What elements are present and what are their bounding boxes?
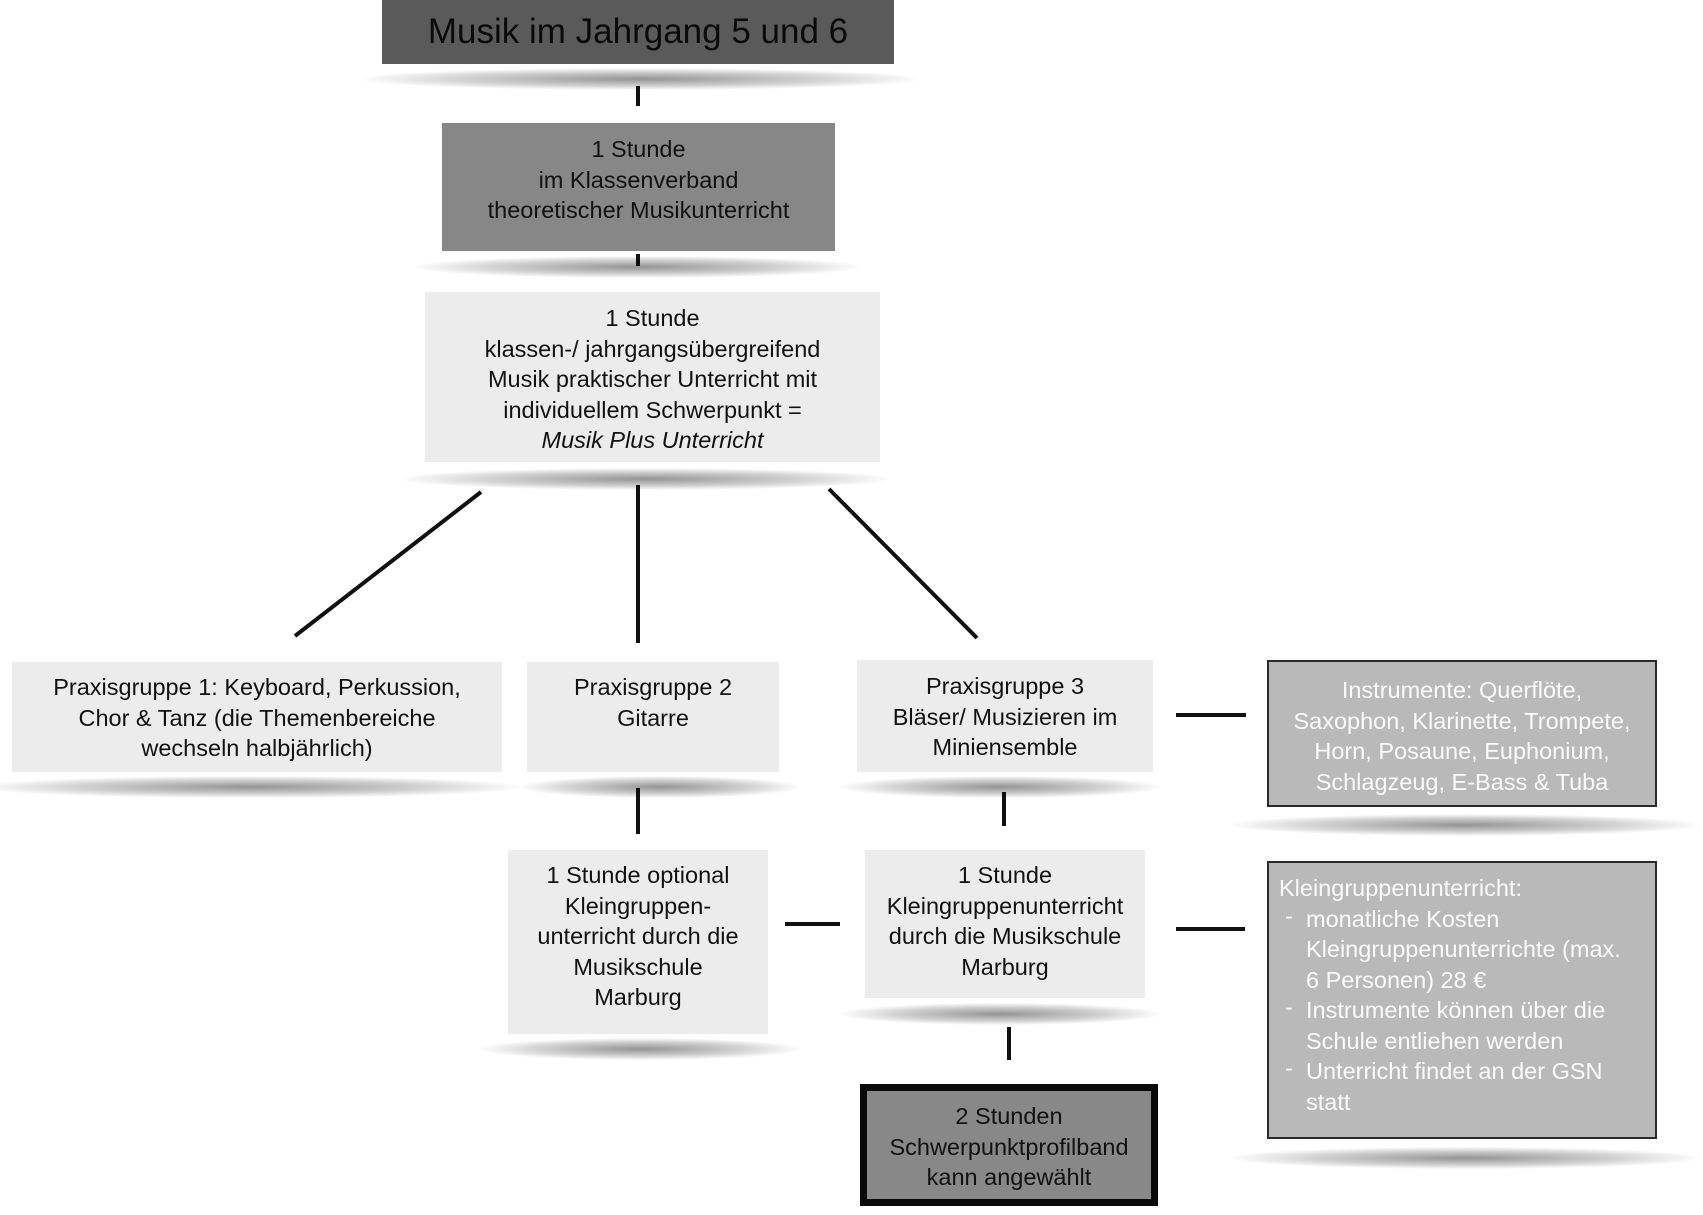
instrumente-box: Instrumente: Querflöte, Saxophon, Klarin…: [1267, 660, 1657, 807]
optional-line-2: Kleingruppen-: [564, 892, 712, 919]
shadow-praxisgruppe-1: [0, 776, 520, 798]
optional-line-5: Marburg: [594, 984, 682, 1010]
shadow-musik-plus: [400, 468, 890, 490]
praxisgruppe-3-line-3: Miniensemble: [932, 734, 1078, 760]
praxisgruppe-1-line-1: Praxisgruppe 1: Keyboard, Perkussion,: [53, 674, 461, 700]
shadow-info: [1230, 1147, 1700, 1169]
praxisgruppe-2-box: Praxisgruppe 2 Gitarre: [527, 662, 779, 772]
shadow-kleingruppe: [840, 1003, 1160, 1025]
praxisgruppe-1-box: Praxisgruppe 1: Keyboard, Perkussion, Ch…: [12, 662, 502, 772]
kleingruppe-info-heading: Kleingruppenunterricht:: [1279, 875, 1522, 901]
optional-kleingruppe-box: 1 Stunde optional Kleingruppen- unterric…: [508, 850, 768, 1034]
praxisgruppe-3-line-1: Praxisgruppe 3: [925, 673, 1085, 699]
praxisgruppe-2-line-1: Praxisgruppe 2: [573, 674, 733, 700]
bullet-1-line-2: Kleingruppenunterrichte (max.: [1306, 936, 1621, 962]
praxisgruppe-3-line-2: Bläser/ Musizieren im: [892, 703, 1118, 730]
praxisgruppe-1-line-2: Chor & Tanz (die Themenbereiche: [78, 704, 436, 731]
shadow-praxisgruppe-2: [520, 776, 800, 798]
bullet-2-line-2: Schule entliehen werden: [1306, 1027, 1564, 1054]
kleingruppe-info-list: monatliche Kosten Kleingruppenunterricht…: [1279, 901, 1647, 1118]
musik-plus-line-4: individuellem Schwerpunkt =: [503, 396, 802, 423]
kleingruppe-line-2: Kleingruppenunterricht: [886, 892, 1124, 919]
bullet-1-line-3: 6 Personen) 28 €: [1306, 966, 1487, 993]
kleingruppe-info-bullet-1: monatliche Kosten Kleingruppenunterricht…: [1279, 901, 1647, 996]
shadow-praxisgruppe-3: [840, 776, 1160, 798]
kleingruppe-line-3: durch die Musikschule: [888, 923, 1122, 949]
praxisgruppe-1-line-3: wechseln halbjährlich): [141, 735, 373, 761]
profilband-line-3: kann angewählt: [926, 1164, 1092, 1190]
instrumente-line-3: Horn, Posaune, Euphonium,: [1314, 738, 1610, 764]
instrumente-line-2: Saxophon, Klarinette, Trompete,: [1293, 707, 1631, 734]
kleingruppe-info-bullet-3: Unterricht findet an der GSN statt: [1279, 1053, 1647, 1117]
optional-line-3: unterricht durch die: [537, 923, 739, 949]
musik-plus-line-2: klassen-/ jahrgangsübergreifend: [484, 335, 821, 362]
bullet-3-line-1: Unterricht findet an der GSN: [1306, 1058, 1603, 1084]
title-box: Musik im Jahrgang 5 und 6: [382, 0, 894, 64]
kleingruppe-line-4: Marburg: [961, 953, 1049, 980]
klassenverband-line-3: theoretischer Musikunterricht: [487, 197, 790, 223]
schwerpunktprofilband-box: 2 Stunden Schwerpunktprofilband kann ang…: [860, 1084, 1158, 1206]
kleingruppe-info-bullet-2: Instrumente können über die Schule entli…: [1279, 992, 1647, 1056]
praxisgruppe-3-box: Praxisgruppe 3 Bläser/ Musizieren im Min…: [857, 660, 1153, 772]
musik-plus-box: 1 Stunde klassen-/ jahrgangsübergreifend…: [425, 292, 880, 462]
klassenverband-box: 1 Stunde im Klassenverband theoretischer…: [442, 123, 835, 251]
profilband-line-2: Schwerpunktprofilband: [889, 1133, 1129, 1160]
instrumente-line-1: Instrumente: Querflöte,: [1341, 677, 1583, 703]
optional-line-1: 1 Stunde optional: [546, 862, 730, 888]
kleingruppe-musikschule-box: 1 Stunde Kleingruppenunterricht durch di…: [865, 850, 1145, 998]
shadow-klassenverband: [415, 256, 860, 278]
musik-plus-line-3: Musik praktischer Unterricht mit: [487, 366, 818, 392]
connector-musikplus-to-praxis3: [827, 487, 979, 640]
bullet-2-line-1: Instrumente können über die: [1306, 997, 1606, 1023]
kleingruppe-line-1: 1 Stunde: [957, 862, 1053, 888]
kleingruppe-info-box: Kleingruppenunterricht: monatliche Koste…: [1267, 861, 1657, 1139]
shadow-instrumente: [1230, 814, 1700, 836]
klassenverband-line-1: 1 Stunde: [591, 136, 686, 162]
diagram-title: Musik im Jahrgang 5 und 6: [427, 12, 849, 51]
praxisgruppe-2-line-2: Gitarre: [617, 704, 689, 731]
shadow-title: [360, 68, 920, 90]
optional-line-4: Musikschule: [573, 953, 703, 980]
klassenverband-line-2: im Klassenverband: [538, 166, 739, 193]
musik-plus-line-1: 1 Stunde: [605, 305, 700, 331]
bullet-3-line-2: statt: [1306, 1088, 1351, 1115]
connector-musikplus-to-praxis1: [293, 490, 483, 638]
instrumente-line-4: Schlagzeug, E-Bass & Tuba: [1315, 768, 1609, 795]
shadow-optional: [480, 1038, 800, 1060]
profilband-line-1: 2 Stunden: [955, 1103, 1063, 1129]
musik-plus-line-5: Musik Plus Unterricht: [541, 427, 764, 453]
bullet-1-line-1: monatliche Kosten: [1306, 905, 1500, 932]
